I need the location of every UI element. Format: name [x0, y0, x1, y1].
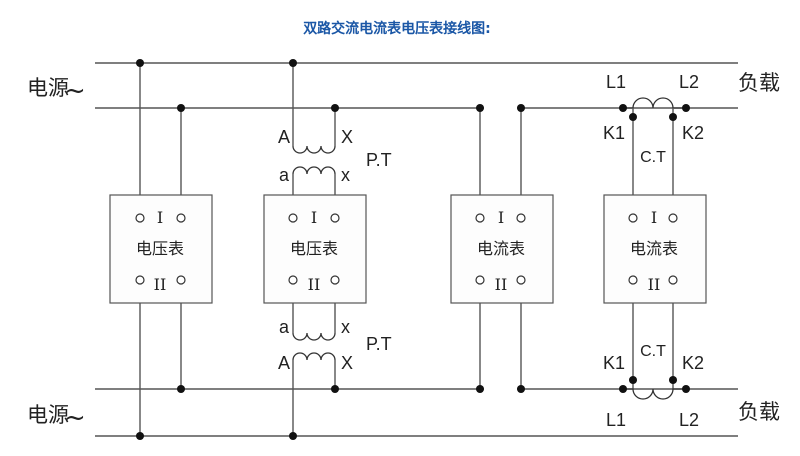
- junction-dot: [619, 385, 627, 393]
- voltmeter-2-box: [263, 194, 367, 304]
- pt-top-a-label: a: [279, 165, 290, 185]
- ct-top-K1-label: K1: [603, 123, 625, 143]
- ct-top-label: C.T: [640, 149, 666, 166]
- terminal: [628, 275, 638, 285]
- meter-2-lower-label: II: [308, 275, 321, 294]
- terminal: [176, 275, 186, 285]
- load-label-top: 负载: [738, 71, 780, 95]
- source-label-bottom: 电源: [27, 403, 69, 427]
- junction-dot: [177, 385, 185, 393]
- ct-bottom-coil: [625, 388, 685, 400]
- ammeter-1-box: [450, 194, 554, 304]
- junction-dot: [136, 59, 144, 67]
- meter-1-lower-label: II: [154, 275, 167, 294]
- load-label-bottom: 负载: [738, 400, 780, 424]
- junction-dot: [517, 104, 525, 112]
- junction-dot: [331, 385, 339, 393]
- pt-top-A-label: A: [278, 127, 290, 147]
- terminal: [516, 213, 526, 223]
- ct-top-L2-label: L2: [679, 72, 699, 92]
- ac-symbol-top: ~: [64, 76, 86, 106]
- junction-dot: [669, 376, 677, 384]
- terminal: [475, 213, 485, 223]
- pt-bottom-X-label: X: [341, 353, 353, 373]
- pt-bottom-secondary-coil: [292, 332, 336, 341]
- junction-dot: [289, 59, 297, 67]
- meter-4-name: 电流表: [630, 239, 678, 258]
- junction-dot: [289, 432, 297, 440]
- pt-bottom-primary-coil: [292, 352, 336, 361]
- junction-dot: [669, 113, 677, 121]
- ct-bottom-K2-label: K2: [682, 353, 704, 373]
- junction-dot: [629, 376, 637, 384]
- terminal: [288, 275, 298, 285]
- ammeter-2-box: [603, 194, 707, 304]
- meter-4-lower-label: II: [648, 275, 661, 294]
- pt-top-X-label: X: [341, 127, 353, 147]
- ct-bottom-K1-label: K1: [603, 353, 625, 373]
- meter-2-name: 电压表: [290, 239, 338, 258]
- terminal: [668, 275, 678, 285]
- ammeter-2-circuit: I 电流表 II L1 L2 K1 K2 C.T C.T K1 K2 L1 L2: [603, 72, 707, 430]
- terminal: [628, 213, 638, 223]
- meter-3-lower-label: II: [495, 275, 508, 294]
- junction-dot: [177, 104, 185, 112]
- voltmeter-1-box: [109, 194, 213, 304]
- terminal: [176, 213, 186, 223]
- pt-top-secondary-coil: [292, 166, 336, 175]
- junction-dot: [136, 432, 144, 440]
- junction-dot: [476, 104, 484, 112]
- pt-bottom-label: P.T: [366, 334, 392, 354]
- ct-bottom-label: C.T: [640, 343, 666, 360]
- pt-bottom-A-label: A: [278, 353, 290, 373]
- meter-3-upper-label: I: [498, 208, 504, 227]
- junction-dot: [476, 385, 484, 393]
- source-label-top: 电源: [27, 76, 69, 100]
- terminal: [330, 213, 340, 223]
- junction-dot: [682, 385, 690, 393]
- ct-top-coil: [625, 97, 685, 109]
- pt-top-primary-coil: [292, 145, 336, 154]
- ac-symbol-bottom: ~: [64, 403, 86, 433]
- meter-1-upper-label: I: [157, 208, 163, 227]
- meter-2-upper-label: I: [311, 208, 317, 227]
- pt-bottom-x-label: x: [341, 317, 350, 337]
- voltmeter-1-circuit: I 电压表 II: [109, 59, 213, 440]
- terminal: [288, 213, 298, 223]
- ct-top-K2-label: K2: [682, 123, 704, 143]
- pt-top-x-label: x: [341, 165, 350, 185]
- pt-top-label: P.T: [366, 150, 392, 170]
- terminal: [516, 275, 526, 285]
- ct-bottom-L1-label: L1: [606, 410, 626, 430]
- terminal: [475, 275, 485, 285]
- meter-4-upper-label: I: [651, 208, 657, 227]
- terminal: [135, 213, 145, 223]
- meter-1-name: 电压表: [136, 239, 184, 258]
- terminal: [330, 275, 340, 285]
- meter-3-name: 电流表: [477, 239, 525, 258]
- junction-dot: [331, 104, 339, 112]
- junction-dot: [629, 113, 637, 121]
- junction-dot: [682, 104, 690, 112]
- terminal: [135, 275, 145, 285]
- junction-dot: [619, 104, 627, 112]
- junction-dot: [517, 385, 525, 393]
- ct-top-L1-label: L1: [606, 72, 626, 92]
- diagram-title: 双路交流电流表电压表接线图:: [303, 20, 491, 37]
- pt-bottom-a-label: a: [279, 317, 290, 337]
- terminal: [668, 213, 678, 223]
- ct-bottom-L2-label: L2: [679, 410, 699, 430]
- voltmeter-2-circuit: I 电压表 II A X a x P.T a x A X P.T: [263, 59, 392, 440]
- ammeter-1-circuit: I 电流表 II: [450, 104, 554, 393]
